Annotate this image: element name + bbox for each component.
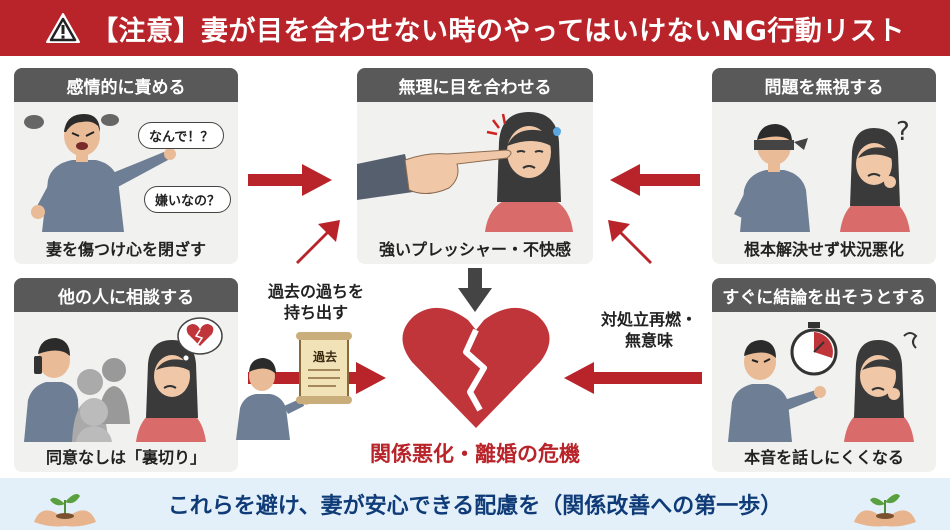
broken-heart-icon bbox=[402, 307, 550, 428]
scroll-label: 過去 bbox=[312, 350, 337, 364]
card-title: 無理に目を合わせる bbox=[357, 68, 593, 102]
arrow-icon bbox=[608, 220, 652, 264]
past-line-2: 持ち出す bbox=[283, 302, 348, 322]
conflict-label: 対処立再燃・ 無意味 bbox=[590, 310, 708, 352]
card-title: 他の人に相談する bbox=[14, 278, 238, 312]
card-title: すぐに結論を出そうとする bbox=[712, 278, 936, 312]
card-caption: 強いプレッシャー・不快感 bbox=[378, 240, 571, 259]
card-title: 感情的に責める bbox=[14, 68, 238, 102]
card-consult-others: 他の人に相談する 同意なしは「裏切り」 bbox=[14, 278, 238, 472]
arrow-icon bbox=[564, 362, 702, 394]
card-caption: 妻を傷つけ心を閉ざす bbox=[45, 240, 206, 259]
conflict-line-2: 無意味 bbox=[624, 330, 673, 350]
footer-message: これらを避け、妻が安心できる配慮を（関係改善への第一歩） bbox=[167, 494, 783, 519]
arrow-icon bbox=[296, 220, 340, 264]
stopwatch-icon bbox=[790, 322, 838, 376]
card-title: 問題を無視する bbox=[712, 68, 936, 102]
card-caption: 根本解決せず状況悪化 bbox=[743, 240, 904, 259]
card-force-eye-contact: 無理に目を合わせる 強いプレッシャー・不快感 bbox=[357, 68, 593, 264]
gossip-illustration bbox=[24, 317, 223, 442]
header-banner: 【注意】妻が目を合わせない時のやってはいけないNG行動リスト bbox=[0, 0, 950, 56]
angry-man-illustration bbox=[24, 114, 176, 232]
plant-in-hands-icon bbox=[34, 494, 96, 527]
svg-text:?: ? bbox=[896, 117, 910, 147]
scroll-icon bbox=[296, 332, 352, 404]
plant-in-hands-icon bbox=[854, 494, 916, 527]
stopwatch-couple-illustration bbox=[728, 322, 918, 442]
card-emotional-blame: 感情的に責める なんで！？ 嫌いなの？ 妻を傷つけ心を閉ざす bbox=[14, 68, 238, 264]
blindfolded-man-illustration: ? bbox=[734, 117, 910, 232]
card-ignore-problem: 問題を無視する ? 根本解決せず状況悪化 bbox=[712, 68, 936, 264]
warning-icon bbox=[46, 13, 81, 43]
arrow-icon bbox=[458, 268, 492, 312]
page-title: 【注意】妻が目を合わせない時のやってはいけないNG行動リスト bbox=[91, 15, 905, 47]
past-line-1: 過去の過ちを bbox=[267, 282, 364, 301]
conflict-line-1: 対処立再燃・ bbox=[600, 310, 697, 329]
card-rush-conclusion: すぐに結論を出そうとする 本音を話しにくくなる bbox=[712, 278, 936, 472]
center-caption: 関係悪化・離婚の危機 bbox=[370, 442, 580, 466]
footer-banner: これらを避け、妻が安心できる配慮を（関係改善への第一歩） bbox=[0, 478, 950, 530]
past-mistakes-label: 過去の過ちを 持ち出す bbox=[256, 282, 376, 324]
card-caption: 本音を話しにくくなる bbox=[744, 448, 904, 467]
speech-bubble-hate: 嫌いなの？ bbox=[144, 186, 232, 213]
speech-bubble-why: なんで！？ bbox=[138, 122, 225, 149]
arrow-icon bbox=[248, 164, 332, 196]
arrow-icon bbox=[610, 164, 700, 196]
card-caption: 同意なしは「裏切り」 bbox=[45, 448, 206, 467]
pointing-hand-illustration bbox=[357, 112, 573, 232]
